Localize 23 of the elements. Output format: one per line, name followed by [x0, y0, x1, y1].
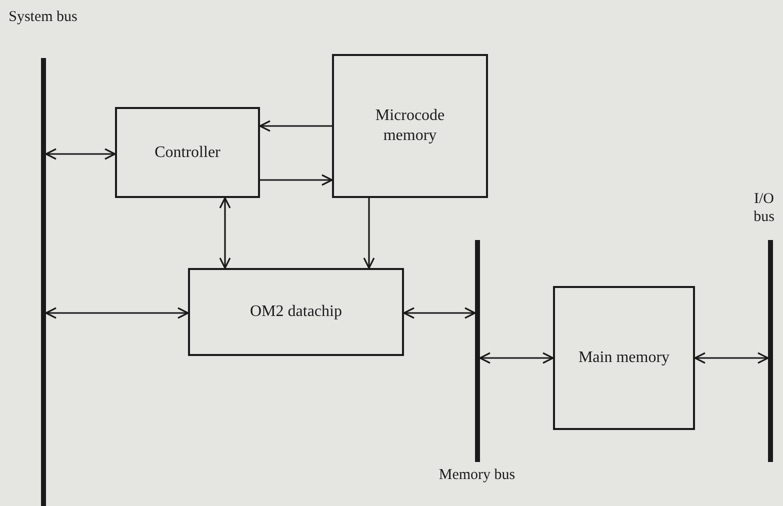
- bus-bar: [768, 240, 773, 462]
- block-label: Controller: [154, 142, 220, 162]
- block-label: OM2 datachip: [250, 302, 342, 322]
- bus-label: System bus: [8, 8, 78, 26]
- arrow: [694, 352, 769, 364]
- arrow: [363, 198, 375, 269]
- arrow: [45, 148, 116, 160]
- arrow: [403, 307, 476, 319]
- bus-bar: [475, 240, 480, 462]
- arrow: [45, 307, 189, 319]
- block-box: [115, 107, 260, 198]
- bus-label: I/O bus: [752, 190, 776, 226]
- arrow: [479, 352, 554, 364]
- block-label: Microcode memory: [374, 106, 446, 146]
- block-box: [188, 268, 404, 356]
- bus-bar: [41, 58, 46, 506]
- arrow: [219, 197, 231, 269]
- block-box: [332, 54, 488, 198]
- bus-label: Memory bus: [438, 466, 516, 484]
- arrow: [259, 120, 332, 132]
- arrow: [260, 174, 333, 186]
- block-box: [553, 286, 695, 430]
- block-label: Main memory: [578, 348, 670, 368]
